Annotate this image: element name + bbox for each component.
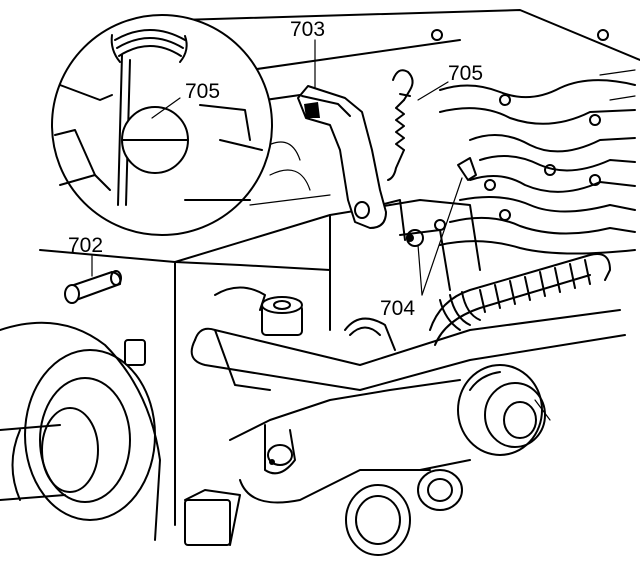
valve-body-channels	[439, 69, 636, 255]
accumulator-spring	[429, 253, 611, 346]
leader-lines	[91, 39, 477, 296]
pan-rail	[190, 309, 626, 391]
output-housing	[0, 321, 241, 546]
callout-705: 705	[448, 62, 483, 85]
callout-703: 703	[290, 18, 325, 41]
pawl-pin-702	[64, 270, 122, 304]
inset-detail	[51, 14, 273, 236]
callout-704: 704	[380, 297, 415, 320]
internal-parts	[214, 286, 396, 351]
park-pawl-703	[297, 85, 387, 229]
case-body	[39, 199, 481, 526]
callout-705-inset: 705	[185, 80, 220, 103]
lower-case-bosses	[229, 364, 551, 556]
callout-702: 702	[68, 234, 103, 257]
return-spring-705	[387, 69, 414, 181]
case-cover-plate	[179, 9, 640, 231]
